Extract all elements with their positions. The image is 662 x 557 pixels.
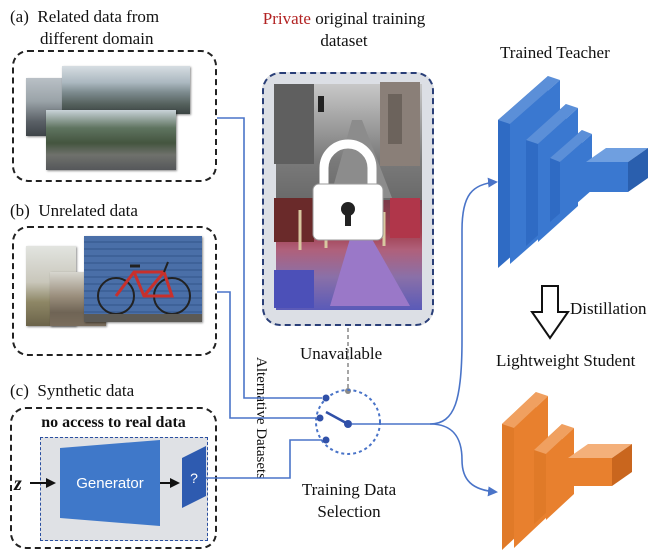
distillation-label: Distillation xyxy=(570,299,647,318)
private-word: Private xyxy=(262,9,311,28)
unknown-output-symbol: ? xyxy=(190,470,198,486)
bicycle-photo xyxy=(84,236,202,322)
distillation-arrow xyxy=(530,285,570,340)
panel-c-text: Synthetic data xyxy=(37,381,135,400)
street-photo-3 xyxy=(46,110,176,170)
generator-block xyxy=(60,440,160,526)
training-data-selection-line1: Training Data xyxy=(301,480,397,499)
unknown-output-block xyxy=(182,446,206,508)
street-photo-2 xyxy=(62,66,190,114)
unrelated-connector xyxy=(217,291,316,419)
private-dataset-title: Private original training xyxy=(240,8,448,29)
student-network-icon xyxy=(502,392,632,550)
student-label: Lightweight Student xyxy=(496,351,636,370)
synthetic-connector xyxy=(206,439,322,479)
panel-a-line1: Related data from xyxy=(37,7,160,26)
switch-port-b xyxy=(316,414,324,422)
z-symbol: z xyxy=(13,473,22,495)
training-data-selection-line2: Selection xyxy=(317,502,381,521)
teacher-label: Trained Teacher xyxy=(500,43,610,62)
panel-b-title: (b) Unrelated data xyxy=(10,200,138,221)
related-connector xyxy=(217,117,322,399)
switch-port-a xyxy=(322,394,330,402)
panel-a-marker: (a) xyxy=(10,7,29,26)
panel-b-marker: (b) xyxy=(10,201,30,220)
teacher-network-icon xyxy=(498,76,648,268)
lock-icon xyxy=(312,139,384,241)
private-dataset-line2: dataset xyxy=(320,31,368,50)
generator-label: Generator xyxy=(76,475,144,492)
panel-c-title: (c) Synthetic data xyxy=(10,380,134,401)
unavailable-label: Unavailable xyxy=(300,344,383,363)
panel-c-marker: (c) xyxy=(10,381,29,400)
panel-a-title: (a) Related data from xyxy=(10,6,159,27)
segmentation-details xyxy=(274,198,420,308)
unrelated-data-box xyxy=(12,226,217,356)
teacher-connector xyxy=(352,177,498,425)
switch-circle xyxy=(315,389,381,455)
panel-b-text: Unrelated data xyxy=(38,201,138,220)
bicycle-drawing xyxy=(84,261,202,322)
switch-lever xyxy=(325,410,349,426)
related-data-box xyxy=(12,50,217,182)
student-connector xyxy=(429,423,498,497)
no-access-label: no access to real data xyxy=(41,414,186,431)
switch-pivot xyxy=(344,420,352,428)
private-title-rest: original training xyxy=(310,9,426,28)
switch-port-c xyxy=(322,436,330,444)
panel-a-line2: different domain xyxy=(40,29,154,48)
